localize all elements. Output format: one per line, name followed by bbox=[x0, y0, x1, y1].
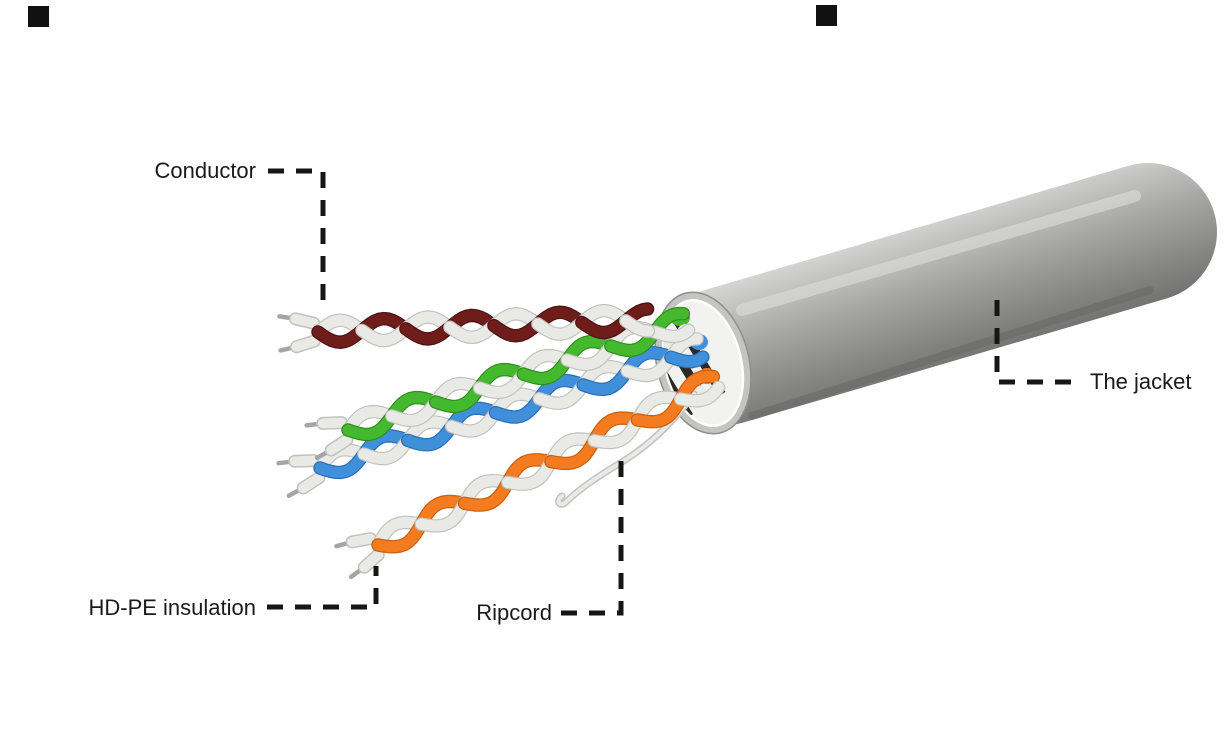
crop-mark-top-left bbox=[28, 6, 49, 27]
insulation-tip bbox=[291, 336, 320, 352]
jacket-group bbox=[651, 163, 1217, 435]
insulation-tip bbox=[347, 533, 376, 547]
leader-insulation bbox=[267, 566, 379, 610]
insulation-tip bbox=[298, 472, 324, 493]
pair-orange bbox=[334, 369, 726, 580]
label-jacket: The jacket bbox=[1090, 369, 1192, 394]
insulation-tip bbox=[317, 417, 347, 429]
insulation-tip bbox=[289, 455, 319, 467]
insulation-tip bbox=[290, 313, 319, 329]
twisted-pairs bbox=[276, 302, 726, 580]
label-ripcord: Ripcord bbox=[476, 600, 552, 625]
jacket-shadow bbox=[748, 286, 1154, 420]
leader-lines bbox=[267, 168, 1071, 616]
insulation-tip bbox=[359, 549, 384, 573]
jacket-highlight bbox=[736, 190, 1141, 316]
jacket-body bbox=[656, 163, 1217, 425]
ripcord bbox=[556, 392, 696, 507]
leader-ripcord bbox=[561, 455, 624, 616]
label-insulation: HD-PE insulation bbox=[88, 595, 256, 620]
label-conductor: Conductor bbox=[154, 158, 256, 183]
ripcord-group bbox=[555, 390, 698, 508]
insulation-tip bbox=[326, 434, 352, 455]
pair-green bbox=[304, 306, 696, 461]
leader-conductor bbox=[268, 168, 326, 306]
crop-mark-top-right bbox=[816, 5, 837, 26]
pair-brown bbox=[277, 302, 656, 354]
